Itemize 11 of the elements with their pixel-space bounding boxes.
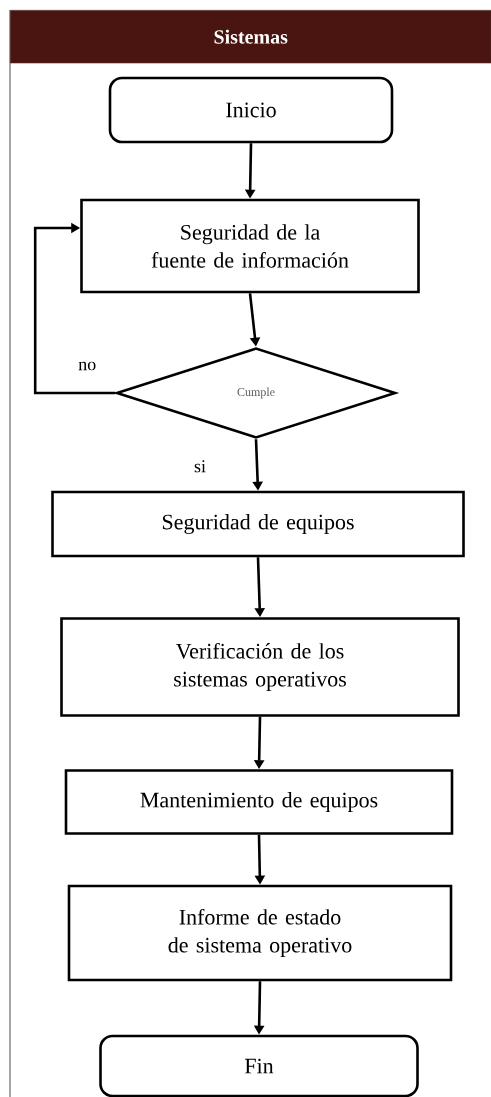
process-box: Verificación de los sistemas operativos xyxy=(60,617,460,717)
header-band: Sistemas xyxy=(10,10,491,64)
process-box: Informe de estado de sistema operativo xyxy=(67,884,453,982)
process-box: Mantenimiento de equipos xyxy=(64,769,454,835)
edge-label: no xyxy=(77,360,98,372)
edge-label: si xyxy=(193,459,207,474)
process-box: Seguridad de la fuente de información xyxy=(80,198,420,294)
process-box: Seguridad de equipos xyxy=(51,490,465,558)
terminal-box: Fin xyxy=(99,1034,419,1097)
terminal-box: Inicio xyxy=(108,76,394,144)
arrow xyxy=(33,222,116,395)
